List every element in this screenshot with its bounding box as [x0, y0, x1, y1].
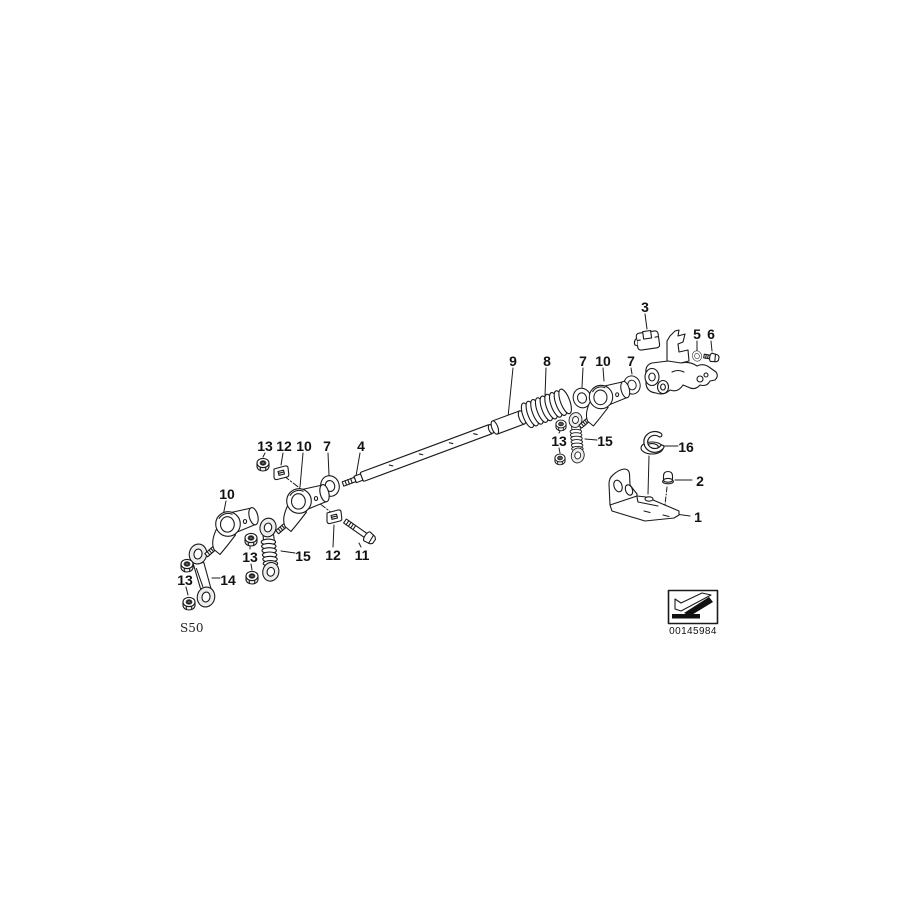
callout-15[interactable]: 15 [597, 433, 613, 449]
part-13-nut [554, 453, 566, 466]
callout-labels: 3 5 6 9 8 7 10 7 13 12 10 7 4 10 13 15 1… [177, 299, 715, 588]
callout-13[interactable]: 13 [177, 572, 193, 588]
part-9-sleeve [490, 410, 527, 435]
callout-7[interactable]: 7 [579, 353, 587, 369]
part-16-grommet [640, 430, 665, 455]
callout-13[interactable]: 13 [242, 549, 258, 565]
callout-13[interactable]: 13 [257, 438, 273, 454]
callout-1[interactable]: 1 [694, 509, 702, 525]
part-8-spring [520, 388, 572, 429]
callout-12[interactable]: 12 [276, 438, 292, 454]
callout-16[interactable]: 16 [678, 439, 694, 455]
diagram-pointer-arrow-icon [672, 592, 713, 619]
part-1-bracket [608, 468, 680, 522]
part-3-clip [633, 329, 661, 351]
part-15-spring-link [257, 516, 282, 584]
callout-6[interactable]: 6 [707, 326, 715, 342]
part-13-nut [256, 457, 270, 472]
callout-14[interactable]: 14 [220, 572, 236, 588]
part-13-nut [182, 596, 196, 611]
part-6-bolt [703, 352, 720, 363]
gearbox-casting [644, 329, 718, 395]
callout-10[interactable]: 10 [595, 353, 611, 369]
part-13-nut [245, 570, 259, 585]
callout-13[interactable]: 13 [551, 433, 567, 449]
part-10-lever [275, 483, 332, 535]
part-11-bolt [343, 518, 377, 545]
callout-5[interactable]: 5 [693, 326, 701, 342]
part-4-shift-rod [341, 388, 572, 487]
callout-11[interactable]: 11 [355, 547, 370, 563]
callout-12[interactable]: 12 [325, 547, 341, 563]
callout-2[interactable]: 2 [696, 473, 704, 489]
callout-3[interactable]: 3 [641, 299, 649, 315]
model-code-label: S50 [180, 621, 204, 635]
part-2-cap [662, 470, 674, 485]
part-12-sliding-block [273, 465, 290, 481]
callout-7[interactable]: 7 [323, 438, 331, 454]
stamp-box [667, 589, 719, 625]
callout-15[interactable]: 15 [295, 548, 311, 564]
part-13-nut [180, 558, 194, 573]
part-12-sliding-block [326, 509, 343, 525]
part-13-nut [244, 532, 258, 547]
callout-10[interactable]: 10 [219, 486, 235, 502]
part-5-washer [690, 349, 704, 363]
callout-10[interactable]: 10 [296, 438, 312, 454]
stamp-number: 00145984 [669, 626, 717, 637]
callout-7[interactable]: 7 [627, 353, 635, 369]
part-15-spring-link [567, 410, 587, 465]
part-14-link [188, 543, 216, 608]
callout-4[interactable]: 4 [357, 438, 365, 454]
part-13-nut [555, 419, 567, 432]
callout-9[interactable]: 9 [509, 353, 517, 369]
callout-8[interactable]: 8 [543, 353, 551, 369]
